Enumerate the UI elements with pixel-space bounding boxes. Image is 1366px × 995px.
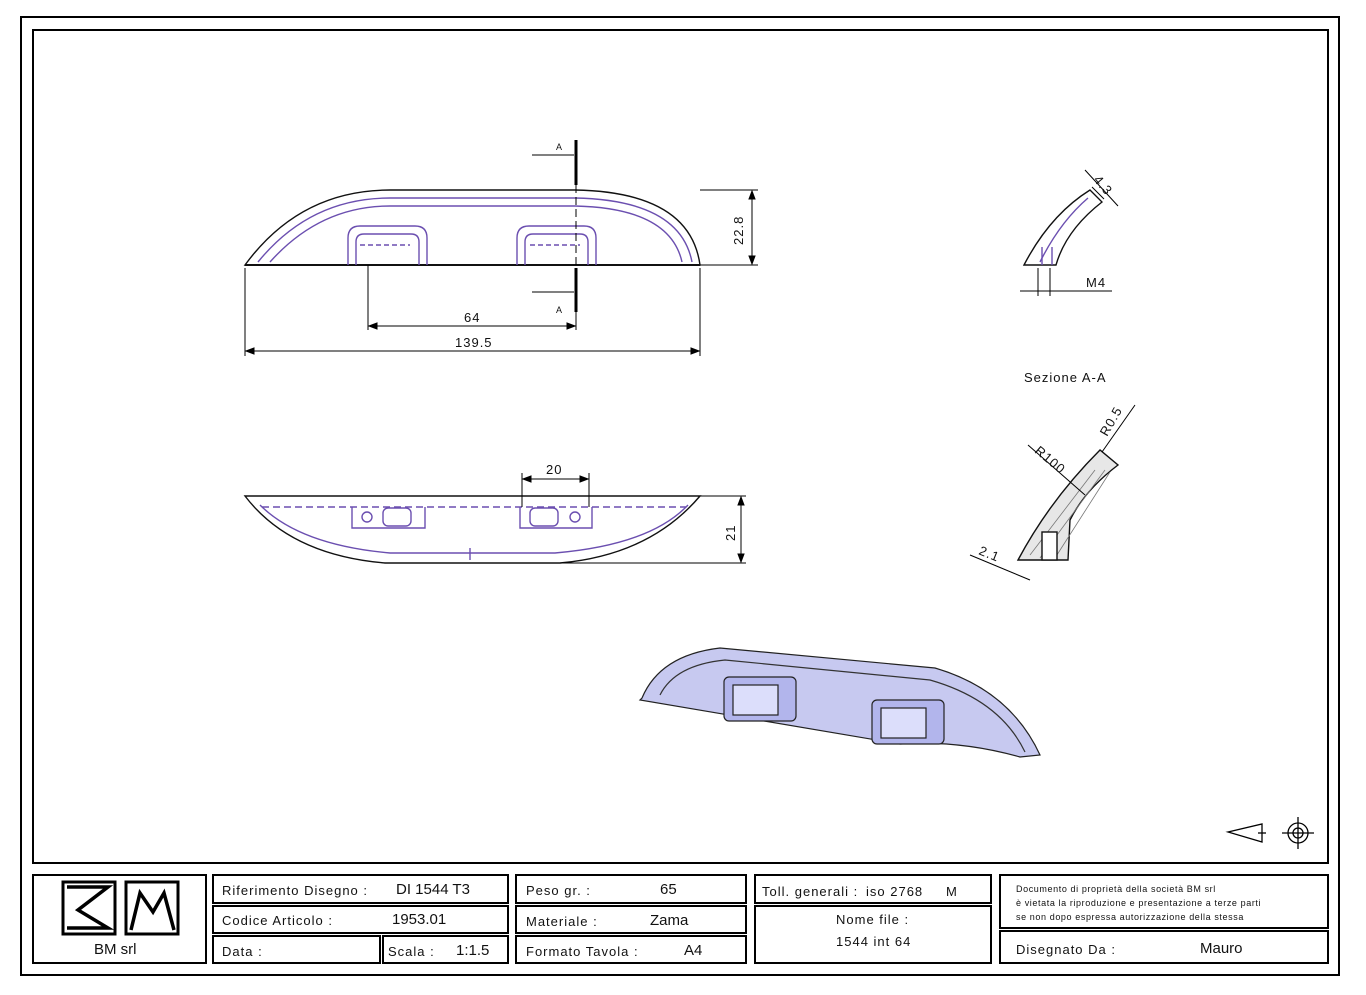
top-view bbox=[243, 495, 702, 564]
dim-depth: 21 bbox=[723, 525, 738, 541]
nome-file-label: Nome file : bbox=[836, 912, 910, 927]
codice-value: 1953.01 bbox=[392, 911, 447, 928]
materiale-label: Materiale : bbox=[526, 914, 598, 929]
section-marker-top: A bbox=[556, 142, 563, 152]
company-logo bbox=[61, 880, 180, 936]
dim-slot-width: 20 bbox=[546, 462, 562, 477]
isometric-view bbox=[638, 647, 1041, 758]
formato-label: Formato Tavola : bbox=[526, 944, 639, 959]
peso-value: 65 bbox=[660, 881, 677, 898]
ownership-notice-line1: Documento di proprietà della società BM … bbox=[1016, 884, 1216, 894]
scala-label: Scala : bbox=[388, 944, 435, 959]
projection-symbol-icon bbox=[1225, 817, 1314, 849]
company-name: BM srl bbox=[94, 941, 137, 958]
formato-value: A4 bbox=[684, 942, 703, 959]
nome-file-value: 1544 int 64 bbox=[836, 934, 912, 949]
dim-radius-small: R0.5 bbox=[1097, 404, 1126, 439]
ownership-notice-line2: è vietata la riproduzione e presentazion… bbox=[1016, 898, 1262, 908]
inner-frame bbox=[32, 29, 1329, 864]
materiale-value: Zama bbox=[650, 912, 689, 929]
dim-height: 22.8 bbox=[731, 216, 746, 245]
toll-class: M bbox=[946, 884, 958, 899]
riferimento-value: DI 1544 T3 bbox=[396, 881, 470, 898]
toll-label: Toll. generali : bbox=[762, 884, 859, 899]
section-view bbox=[1016, 449, 1120, 561]
peso-label: Peso gr. : bbox=[526, 883, 591, 898]
outer-frame bbox=[20, 16, 1340, 976]
codice-label: Codice Articolo : bbox=[222, 913, 333, 928]
data-label: Data : bbox=[222, 944, 263, 959]
disegnato-label: Disegnato Da : bbox=[1016, 942, 1116, 957]
title-block bbox=[32, 874, 1329, 964]
dim-length: 139.5 bbox=[455, 335, 493, 350]
section-title: Sezione A-A bbox=[1024, 370, 1107, 385]
side-detail bbox=[1022, 189, 1104, 266]
dim-radius-large: R100 bbox=[1032, 443, 1069, 477]
scala-value: 1:1.5 bbox=[456, 942, 490, 959]
dim-thread: M4 bbox=[1086, 275, 1106, 290]
toll-value: iso 2768 bbox=[866, 884, 924, 899]
disegnato-value: Mauro bbox=[1200, 940, 1243, 957]
ownership-notice-line3: se non dopo espressa autorizzazione dell… bbox=[1016, 912, 1244, 922]
dim-spacing: 64 bbox=[464, 310, 480, 325]
section-marker-bottom: A bbox=[556, 305, 563, 315]
front-view-outline bbox=[243, 189, 701, 266]
front-view bbox=[243, 189, 701, 266]
section-cut-line bbox=[532, 140, 578, 312]
dim-wall: 2.1 bbox=[977, 543, 1002, 565]
riferimento-label: Riferimento Disegno : bbox=[222, 883, 368, 898]
